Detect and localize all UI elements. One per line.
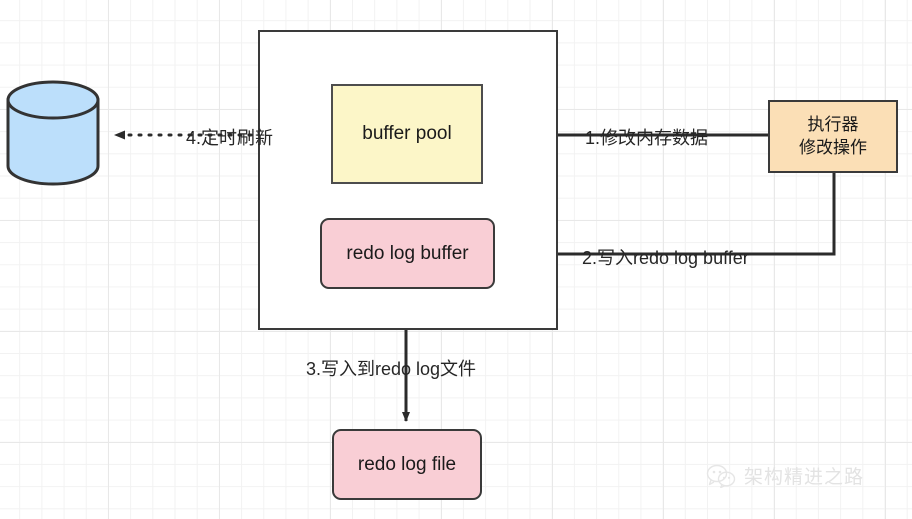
edge-4-label: 4.定时刷新 — [186, 128, 274, 148]
redo-log-buffer-label: redo log buffer — [346, 242, 469, 264]
redo-log-file-label: redo log file — [357, 453, 457, 475]
edge-2-label: 2.写入redo log buffer — [582, 248, 749, 268]
redo-log-file-node[interactable]: redo log file — [332, 429, 482, 500]
redo-log-buffer-node[interactable]: redo log buffer — [320, 218, 495, 289]
edge-3-label: 3.写入到redo log文件 — [306, 359, 477, 379]
buffer-pool-label: buffer pool — [362, 123, 452, 145]
edge-2-line — [505, 173, 836, 258]
database-cylinder — [6, 80, 100, 186]
executor-node[interactable]: 执行器 修改操作 — [768, 100, 898, 173]
edge-1-label: 1.修改内存数据 — [585, 128, 709, 148]
executor-label: 执行器 修改操作 — [799, 115, 867, 157]
buffer-pool-node[interactable]: buffer pool — [331, 84, 483, 184]
wechat-icon — [706, 464, 736, 488]
watermark: 架构精进之路 — [706, 462, 864, 489]
watermark-text: 架构精进之路 — [744, 467, 865, 488]
